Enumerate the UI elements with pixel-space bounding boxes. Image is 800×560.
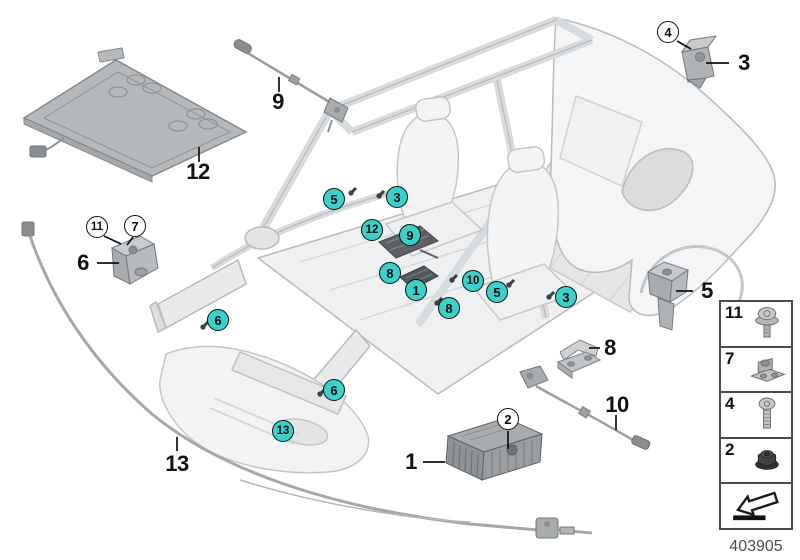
direction-arrow-icon <box>733 491 779 521</box>
legend-item-2[interactable]: 2 <box>721 439 791 484</box>
callout-white-7[interactable]: 7 <box>124 215 146 237</box>
part-13-hose-drawing <box>21 221 593 539</box>
clamp-nut-icon <box>749 357 786 382</box>
part-label-6[interactable]: 6 <box>77 250 89 275</box>
fastener-mark <box>449 273 459 283</box>
callout-teal-1[interactable]: 1 <box>405 279 427 301</box>
callout-white-11[interactable]: 11 <box>86 216 108 238</box>
callout-teal-10[interactable]: 10 <box>462 270 484 292</box>
fastener-mark <box>376 189 386 199</box>
flange-nut-icon <box>755 449 779 470</box>
diagram-number: 403905 <box>729 538 783 555</box>
loose-parts-artwork <box>21 35 718 539</box>
legend-item-4[interactable]: 4 <box>721 393 791 439</box>
legend-item-11[interactable]: 11 <box>721 302 791 348</box>
legend-item-label: 11 <box>725 303 743 322</box>
leader-line <box>126 236 134 246</box>
torx-bolt-icon <box>758 397 776 429</box>
part-label-12[interactable]: 12 <box>186 159 210 184</box>
part-label-5[interactable]: 5 <box>701 278 713 303</box>
part-label-9[interactable]: 9 <box>272 89 284 114</box>
callout-teal-3[interactable]: 3 <box>555 286 577 308</box>
callout-teal-5[interactable]: 5 <box>323 188 345 210</box>
part-10-cable-drawing <box>519 365 651 450</box>
part-5-sensor-drawing <box>646 261 690 331</box>
callout-teal-9[interactable]: 9 <box>399 224 421 246</box>
part-9-cable-drawing <box>233 39 349 133</box>
part-label-1[interactable]: 1 <box>405 449 417 474</box>
legend-arrow-cell[interactable] <box>721 484 791 528</box>
part-label-10[interactable]: 10 <box>605 392 629 417</box>
legend-item-label: 2 <box>725 439 735 459</box>
leader-line <box>676 40 692 50</box>
callout-teal-5[interactable]: 5 <box>486 281 508 303</box>
leader-line <box>103 235 122 245</box>
callout-teal-8[interactable]: 8 <box>379 262 401 284</box>
part-label-3[interactable]: 3 <box>738 50 750 75</box>
callout-teal-13[interactable]: 13 <box>272 420 294 442</box>
part-label-13[interactable]: 13 <box>165 451 189 476</box>
part-6-sensor-drawing <box>110 235 159 285</box>
part-8-bracket-drawing <box>556 339 602 379</box>
part-1-control-unit-drawing <box>445 417 544 481</box>
fastener-mark <box>506 278 516 288</box>
callout-teal-6[interactable]: 6 <box>323 379 345 401</box>
callout-teal-12[interactable]: 12 <box>361 219 383 241</box>
callout-teal-6[interactable]: 6 <box>207 309 229 331</box>
callout-teal-8[interactable]: 8 <box>438 297 460 319</box>
callout-teal-3[interactable]: 3 <box>386 186 408 208</box>
fastener-mark <box>348 186 358 196</box>
part-label-8[interactable]: 8 <box>604 335 616 360</box>
fastener-mark <box>546 290 556 300</box>
screw-with-washer-icon <box>755 306 779 338</box>
callout-white-4[interactable]: 4 <box>657 21 679 43</box>
fastener-legend: 11 7 <box>719 300 793 530</box>
legend-item-label: 7 <box>725 348 735 368</box>
callout-white-2[interactable]: 2 <box>497 408 519 430</box>
legend-item-label: 4 <box>725 394 735 413</box>
part-12-seat-mat-drawing <box>22 47 248 183</box>
legend-item-7[interactable]: 7 <box>721 348 791 393</box>
